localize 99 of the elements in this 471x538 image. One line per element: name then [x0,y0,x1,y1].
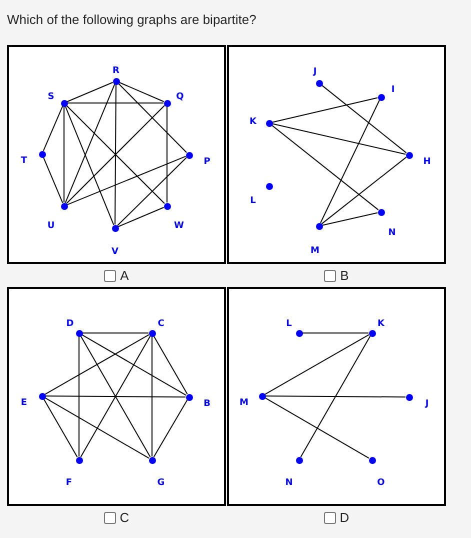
graph-edge [166,106,168,203]
option-label: B [340,268,349,283]
graph-edge [66,156,186,206]
vertex-label: M [310,246,320,256]
graph-edge [265,396,406,398]
vertex-label: R [112,66,120,76]
vertex-label: G [157,478,165,488]
vertex-dot [266,182,272,190]
crossing-edges [80,336,151,458]
graph-edge [321,156,407,224]
vertex-label: N [285,478,293,488]
vertex-dot [296,456,302,464]
vertex-label: O [377,478,385,488]
graph-edge [42,106,64,152]
vertex-dot [316,80,322,86]
vertex-dot [406,394,412,400]
graph-edge [44,334,150,395]
vertex-label: C [158,319,164,329]
graph-panel [7,287,226,506]
graph-edge [82,334,186,396]
graph-edge [43,398,78,458]
vertex-dot [186,394,192,400]
graph-edge [118,82,164,102]
graph-edge [64,106,114,226]
vertex-label: B [204,399,210,409]
vertex-label: S [48,92,54,102]
graph-edge [320,100,380,224]
vertex-dot [266,120,272,126]
vertex-label: D [66,319,74,329]
vertex-dot [368,456,376,464]
vertex-dot [76,330,82,336]
graph-panel [227,287,446,506]
vertex-dot [296,330,302,336]
vertex-dot [258,392,266,400]
vertex-label: W [174,221,184,231]
graph-edge [300,336,371,458]
vertex-dot [76,456,82,464]
vertex-label: U [47,221,55,231]
vertex-label: M [240,398,248,408]
vertex-dot [406,152,412,158]
option-label: C [120,510,130,525]
graph-edge [67,102,164,104]
vertex-dot [112,224,118,232]
vertex-label: E [20,398,28,408]
vertex-dot [368,330,376,336]
crossing-edges [66,104,166,204]
vertex-label: L [250,196,256,206]
vertex-dot [38,392,46,400]
option-label: A [120,268,129,283]
vertex-label: J [313,67,317,77]
graph-edge [264,397,370,459]
graph-edge [321,84,407,154]
vertex-dot [378,94,384,100]
graph-edge [45,396,186,398]
vertex-dot [316,222,322,230]
graph-edge [272,123,406,155]
graph-panel [227,45,446,264]
graph-edge [271,124,379,210]
vertex-dot [112,78,120,84]
vertex-dot [148,330,156,336]
graph-edge [114,84,116,225]
graph-edge [264,334,370,395]
vertex-label: P [204,157,210,167]
vertex-dot [164,202,170,210]
vertex-dot [186,152,192,158]
vertex-label: H [423,157,431,167]
graph-edge [78,336,80,457]
vertex-label: T [20,156,28,166]
vertex-label: J [425,399,429,409]
graph-edge [153,400,188,458]
graph-edge [272,97,378,123]
graph-edge [302,332,369,334]
vertex-label: K [250,117,256,127]
graph-edge [118,83,188,153]
graph-edge [82,332,149,334]
option-label: D [340,510,350,525]
question-text: Which of the following graphs are bipartite? [7,12,256,28]
graph-panel [7,45,226,264]
vertex-dot [378,208,384,216]
graph-edge [322,212,378,226]
vertex-dot [148,456,156,464]
vertex-label: N [388,228,396,238]
vertex-label: K [378,319,384,329]
vertex-dot [38,150,46,158]
graph-edge [66,82,114,102]
vertex-label: L [286,319,292,329]
graph-edge [117,156,187,226]
graph-edge [44,397,150,459]
graph-edge [118,206,164,228]
graph-edge [42,156,64,204]
graph-edge [64,84,116,204]
vertex-dot [60,202,68,210]
vertex-label: V [112,247,118,257]
vertex-label: Q [176,92,184,102]
vertex-dot [164,100,170,106]
vertex-dot [60,100,68,106]
graph-edge [153,336,188,394]
vertex-label: F [66,478,72,488]
vertex-label: I [391,85,395,95]
